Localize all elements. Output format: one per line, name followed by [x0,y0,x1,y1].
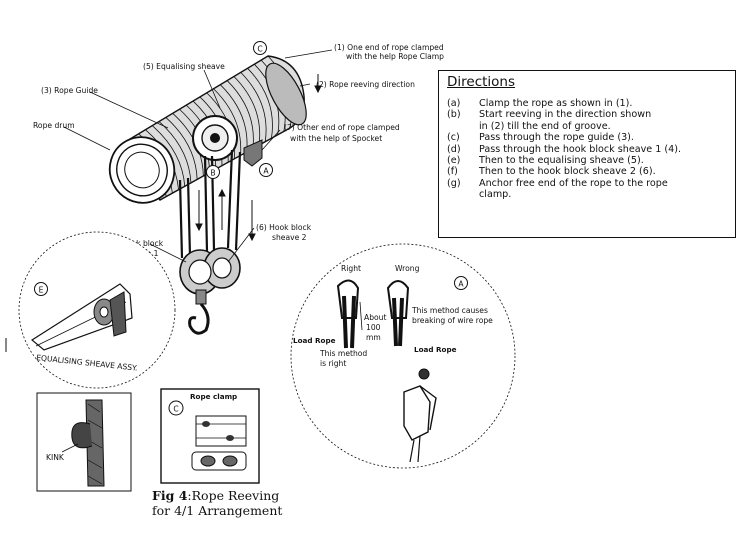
direction-item: (d) Pass through the hook block sheave 1 … [447,144,727,155]
label-method-right: This method [319,349,367,358]
label-one-end-2: with the help Rope Clamp [346,52,444,61]
label-rope-guide: (3) Rope Guide [41,86,98,95]
direction-key: (c) [447,132,460,144]
figure-caption: Fig 4:Rope Reeving for 4/1 Arrangement [152,488,282,518]
label-method-wrong-2: breaking of wire rope [412,316,493,325]
label-right: Right [341,264,361,273]
direction-text: Then to the hook block sheave 2 (6). [479,166,656,178]
leader-lines [63,49,333,263]
label-reeving-direction: (2) Rope reeving direction [316,80,415,89]
direction-key: (d) [447,143,461,155]
caption-fig: Fig 4 [152,488,188,503]
label-one-end: (1) One end of rope clamped [334,43,444,52]
marker-b-main: B [206,165,220,179]
marker-c-main: C [253,41,267,55]
direction-item: (f) Then to the hook block sheave 2 (6). [447,166,727,177]
label-other-end-2: with the help of Spocket [290,134,382,143]
marker-e: E [39,286,44,295]
inset-equalising-sheave: E EQUALISING SHEAVE ASSY. [18,231,176,389]
label-rope-clamp: Rope clamp [190,392,237,401]
directions-title: Directions [447,74,516,90]
label-method-wrong: This method causes [411,306,488,315]
direction-arrows [195,74,322,242]
label-rope-drum: Rope drum [33,121,75,130]
svg-text:B: B [210,169,215,178]
direction-item: (e) Then to the equalising sheave (5). [447,155,727,166]
caption-line1: :Rope Reeving [187,488,280,503]
label-hook-block-2b: sheave 2 [272,233,307,242]
inset-rope-anchor: Right Wrong A About 100 mm Load Rope Thi… [290,243,516,469]
label-hook-block-2: (6) Hook block [256,223,312,232]
marker-a-inset: A [458,280,464,289]
direction-text: Pass through the hook block sheave 1 (4)… [479,143,682,155]
caption-line2: for 4/1 Arrangement [152,503,283,518]
direction-text: Start reeving in the direction shown in … [479,109,652,132]
direction-text: Clamp the rope as shown in (1). [479,98,633,109]
svg-text:C: C [257,45,262,54]
direction-item: (b) Start reeving in the direction shown … [447,109,727,132]
label-other-end: (7) Other end of rope clamped [284,123,400,132]
svg-text:A: A [263,167,269,176]
label-about-mm: mm [366,333,381,342]
hook-block [179,247,241,335]
label-load-rope-wrong: Load Rope [414,345,457,354]
direction-key: (f) [447,166,458,178]
direction-item: (g) Anchor free end of the rope to the ro… [447,178,727,201]
direction-key: (b) [447,109,461,121]
label-kink: KINK [46,453,65,462]
marker-a-main: A [259,163,273,177]
direction-item: (c) Pass through the rope guide (3). [447,132,727,143]
direction-key: (e) [447,155,461,167]
direction-text: Then to the equalising sheave (5). [479,155,644,167]
rope-falls [178,149,242,259]
marker-c-inset: C [173,405,178,414]
direction-text: Pass through the rope guide (3). [479,132,634,144]
directions-box: Directions (a) Clamp the rope as shown in… [438,70,736,238]
direction-item: (a) Clamp the rope as shown in (1). [447,98,727,109]
label-about-100: 100 [366,323,381,332]
label-equalising-sheave: (5) Equalising sheave [143,62,225,71]
rope-drum-assembly [108,55,307,204]
label-about: About [364,313,386,322]
label-load-rope-right: Load Rope [293,336,336,345]
directions-list: (a) Clamp the rope as shown in (1). (b) Sta… [447,98,727,201]
direction-key: (g) [447,177,461,189]
label-wrong: Wrong [395,264,420,273]
direction-text: Anchor free end of the rope to the rope … [479,177,668,201]
inset-rope-clamp: C Rope clamp [160,388,260,484]
inset-kink: KINK [36,392,132,492]
direction-key: (a) [447,98,461,109]
label-method-right-2: is right [320,359,346,368]
